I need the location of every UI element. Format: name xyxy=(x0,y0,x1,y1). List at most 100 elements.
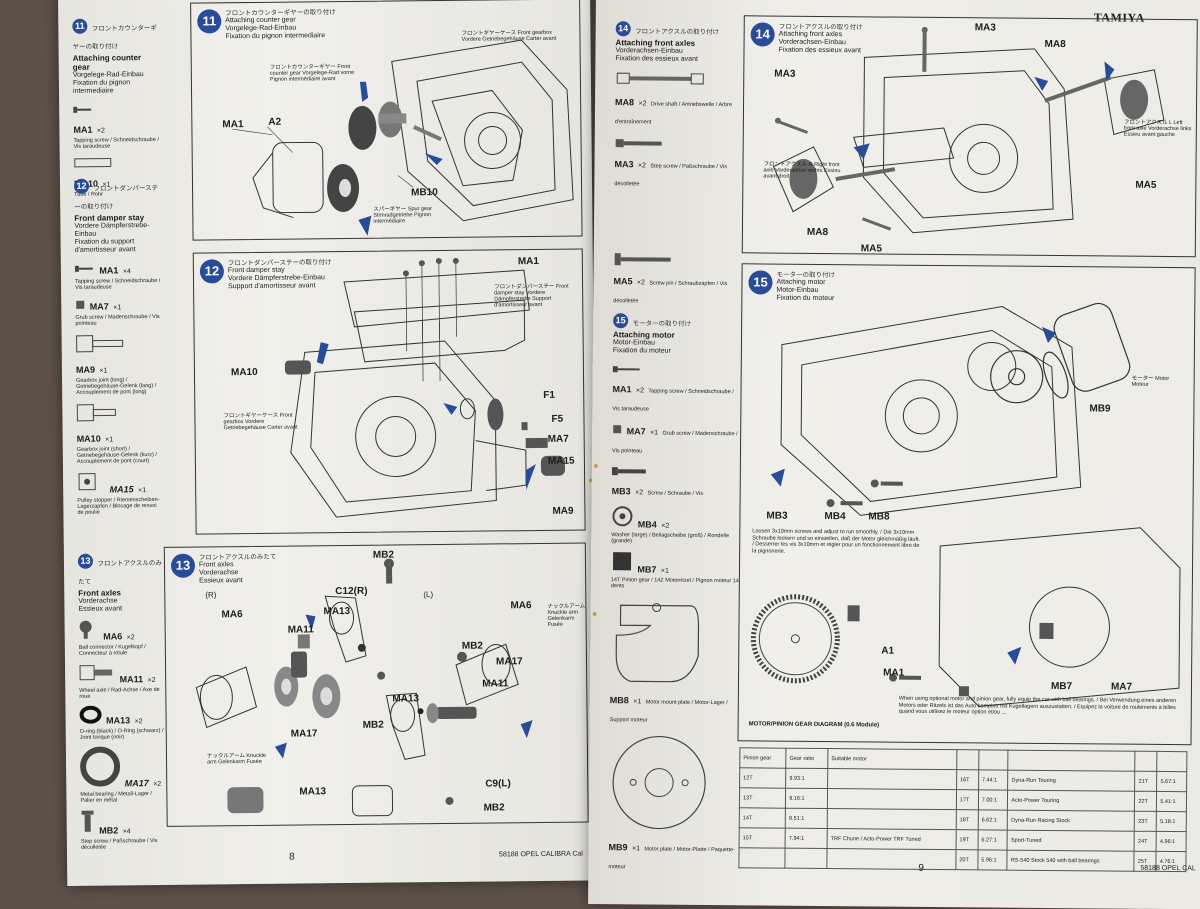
table-cell: 16T xyxy=(956,769,979,790)
part-entry: MA1 ×2 Tapping screw / Schneidschraube /… xyxy=(612,361,742,416)
binding-hole xyxy=(592,611,597,617)
motor-mount-plate-icon xyxy=(615,603,700,683)
tapping-screw-icon xyxy=(612,366,640,373)
table-header xyxy=(1135,751,1158,772)
part-qty: ×1 xyxy=(113,304,122,312)
panel-step-13: 13 フロントアクスルのみたて Front axles Vorderachse … xyxy=(163,542,589,827)
callout-damper-stay: フロントダンパーステー Front damper stay Vordere Dä… xyxy=(494,283,569,309)
part-label-ma9: MA9 xyxy=(552,505,574,517)
part-label-ma7: MA7 xyxy=(1110,681,1133,693)
binding-hole xyxy=(593,463,598,469)
screw-pin-icon xyxy=(614,253,671,266)
table-cell: 9.93:1 xyxy=(785,768,828,789)
motor-mount-diagram xyxy=(750,302,1181,707)
table-cell xyxy=(827,808,957,830)
table-cell: TRF Chune / Acto-Power TRF Tuned xyxy=(827,828,957,850)
wheel-axle-icon xyxy=(79,665,113,681)
part-label-ma8: MA8 xyxy=(1044,38,1066,51)
step-number-badge: 15 xyxy=(613,313,629,329)
part-desc: Screw / Schraube / Vis xyxy=(647,490,704,497)
pinion-gear-icon xyxy=(612,552,632,571)
part-qty: ×1 xyxy=(650,429,659,437)
table-header xyxy=(956,749,979,770)
page-number: 9 xyxy=(918,862,924,874)
table-cell: RS-540 Stock 540 with ball bearings xyxy=(1007,850,1135,872)
step-13-parts: 13 フロントアクスルのみたて Front axles Vorderachse … xyxy=(77,552,167,851)
part-id: MA15 xyxy=(109,484,134,495)
part-id: MA11 xyxy=(119,674,144,685)
manual-page-left: 11 フロントカウンターギヤーの取り付け Attaching counter g… xyxy=(58,0,600,886)
part-qty: ×1 xyxy=(631,845,641,853)
step-title-fr: Fixation des essieux avant xyxy=(615,55,698,63)
part-desc: Step screw / Paßschraube / Vis décolleté… xyxy=(80,838,158,851)
table-cell: 14T xyxy=(739,807,786,829)
part-entry: MA15 ×1 Pulley stopper / Riemenscheiben-… xyxy=(77,470,163,516)
pulley-stopper-icon xyxy=(78,473,96,491)
part-entry: MA7 ×1 Grub screw / Madenschraube / Vis … xyxy=(612,421,742,458)
part-label-ma6: MA6 xyxy=(510,600,532,612)
callout-front-gearbox: フロントギヤーケース Front gearbox Vordere Getrieb… xyxy=(461,29,557,43)
step-title-en: Attaching counter gear xyxy=(72,53,142,72)
table-cell: 22T xyxy=(1134,791,1157,812)
part-label-mb8: MB8 xyxy=(868,511,890,523)
part-label-f5: F5 xyxy=(551,413,564,425)
panel-step-11: 11 フロントカウンターギヤーの取り付け Attaching counter g… xyxy=(190,0,583,241)
panel-step-14: 14 フロントアクスルの取り付け Attaching front axles V… xyxy=(741,15,1198,258)
part-id: MA13 xyxy=(106,715,131,726)
table-cell: 17T xyxy=(956,789,979,810)
front-axle-assembly-diagram xyxy=(195,558,533,817)
callout-knuckle-arm: ナックルアーム Knuckle arm Gelenkarm Fusée xyxy=(206,752,266,766)
part-entry: MB3 ×2 Screw / Schraube / Vis xyxy=(612,463,742,500)
table-cell: 5.41:1 xyxy=(1156,791,1187,812)
callout-motor: モーター Motor Moteur xyxy=(1131,375,1170,388)
table-cell: Acto-Power Touring xyxy=(1007,790,1136,812)
table-cell: 6.27:1 xyxy=(977,829,1008,851)
part-id: MA9 xyxy=(75,364,96,375)
part-desc: Tapping screw / Schneidschraube / Vis ta… xyxy=(73,136,159,150)
callout-spur-gear: スパーギヤー Spur gear Stirnradgetriebe Pignon… xyxy=(373,206,432,225)
step-14-screw-pin: MA5 ×2 Screw pin / Schraubzapfen / Vis d… xyxy=(613,252,743,308)
part-id: MB9 xyxy=(608,842,628,853)
part-label-ma1: MA1 xyxy=(883,667,905,679)
part-label-ma13: MA13 xyxy=(299,786,327,798)
step-12-parts: 12 フロントダンパーステーの取り付け Front damper stay Vo… xyxy=(73,177,164,516)
part-label-mb7: MB7 xyxy=(1050,680,1073,693)
part-entry: MA9 ×1 Gearbox joint (long) / Getriebege… xyxy=(76,332,163,396)
ball-bearing-note: When using optional motor and pinion gea… xyxy=(898,695,1177,716)
part-label-ma15: MA15 xyxy=(547,455,575,467)
part-qty: ×2 xyxy=(661,522,670,530)
part-entry: MB2 ×4 Step screw / Paßschraube / Vis dé… xyxy=(81,809,167,851)
part-qty: ×2 xyxy=(153,780,162,789)
adjustment-note: Loosen 3x10mm screws and adjust to run s… xyxy=(752,528,921,555)
part-entry: MB7 ×1 14T Pinion gear / 14Z Motorritzel… xyxy=(611,550,741,590)
table-cell xyxy=(827,768,957,790)
part-label-ma7: MA7 xyxy=(547,433,569,445)
table-cell: Dyna-Run Racing Stock xyxy=(1007,810,1135,832)
part-qty: ×1 xyxy=(660,567,669,575)
part-id: MB3 xyxy=(611,486,631,497)
step-title-jp: フロントアクスルの取り付け xyxy=(635,28,720,37)
screw-icon xyxy=(611,467,646,476)
callout-knuckle-arm: ナックルアーム Knuckle arm Gelenkarm Fusée xyxy=(547,603,586,628)
part-entry: MA7 ×1 Grub screw / Madenschraube / Vis … xyxy=(75,296,161,327)
part-id: MA1 xyxy=(612,384,632,395)
table-cell: 13T xyxy=(739,787,786,809)
table-header xyxy=(1008,750,1136,772)
parts-column-left: 11 フロントカウンターギヤーの取り付け Attaching counter g… xyxy=(72,17,167,858)
part-desc: Gearbox joint (long) / Getriebegehäuse-G… xyxy=(76,377,157,396)
table-header xyxy=(978,749,1009,771)
panel-step-12: 12 フロントダンパーステーの取り付け Front damper stay Vo… xyxy=(192,248,586,535)
grub-screw-icon xyxy=(76,300,85,309)
gear-ratio-table: Pinion gear Gear ratio Suitable motor 12… xyxy=(738,747,1187,872)
part-id: MB8 xyxy=(609,695,629,706)
part-qty: ×2 xyxy=(637,162,646,170)
counter-gear-assembly-diagram xyxy=(232,39,574,236)
parts-column-right: 14 フロントアクスルの取り付け Attaching front axles V… xyxy=(608,20,745,870)
step-11-parts: 11 フロントカウンターギヤーの取り付け Attaching counter g… xyxy=(72,17,160,198)
gear-table-body: Pinion gear Gear ratio Suitable motor 12… xyxy=(738,747,1187,872)
step-title-fr: Essieux avant xyxy=(78,605,123,613)
callout-counter-gear: フロントカウンターギヤー Front counter gear Vorgeleg… xyxy=(269,63,355,83)
part-entry: MA10 ×1 Gearbox joint (short) / Getriebe… xyxy=(76,401,163,465)
grub-screw-icon xyxy=(613,425,622,434)
part-id: MB2 xyxy=(99,825,119,836)
